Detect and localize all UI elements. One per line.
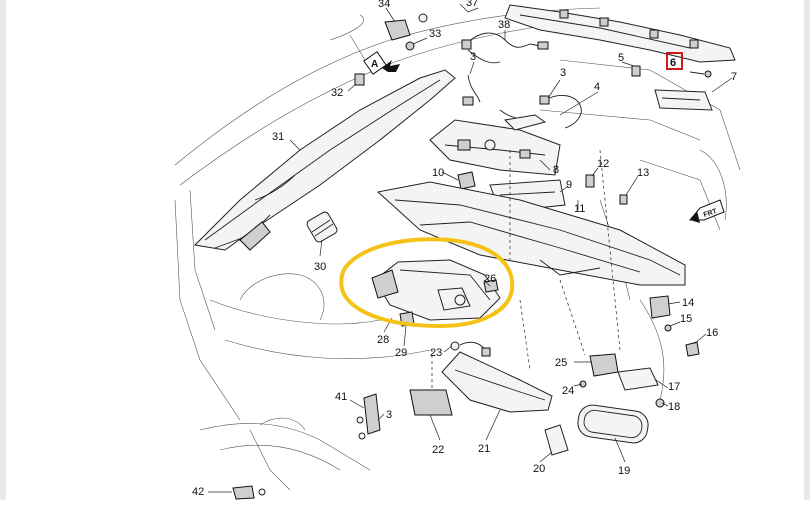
callout-22: 22 (432, 444, 444, 456)
callout-8: 8 (553, 164, 559, 176)
callout-15: 15 (680, 313, 692, 325)
callout-33: 33 (429, 28, 441, 40)
part-20-cover (544, 424, 569, 456)
part-15-screw (664, 324, 672, 332)
callout-42: 42 (192, 486, 204, 498)
view-arrow-a-label: A (371, 59, 378, 70)
part-7-handle (654, 89, 713, 111)
part-32-clip (354, 73, 365, 86)
part-42-bracket (232, 485, 266, 500)
part-4-lamp (503, 114, 547, 131)
part-38-wiring (461, 32, 549, 64)
part-14-bracket (649, 295, 671, 319)
callout-20: 20 (533, 463, 545, 475)
callout-11: 11 (574, 203, 585, 215)
callout-29: 29 (395, 347, 407, 359)
callout-25: 25 (555, 357, 567, 369)
part-34-bracket (384, 13, 428, 41)
callout-13: 13 (637, 167, 649, 179)
part-24-screw (579, 380, 587, 388)
callout-19: 19 (618, 465, 630, 477)
highlight-circle (339, 237, 515, 329)
part-23-connector (450, 341, 491, 357)
callout-6: 6 (670, 57, 676, 69)
vehicle-body-outline (174, 7, 741, 491)
callout-31: 31 (272, 131, 284, 143)
callout-18: 18 (668, 401, 680, 413)
left-border (0, 0, 6, 500)
callout-23: 23 (430, 347, 442, 359)
part-5-clip (631, 65, 641, 77)
part-33-screw (405, 41, 415, 51)
part-22-label-plate (409, 389, 453, 416)
front-arrow-label: FRT (703, 208, 719, 219)
callout-17: 17 (668, 381, 680, 393)
part-10-clip (457, 171, 476, 190)
callout-38: 38 (498, 19, 510, 31)
part-12-clip (585, 174, 595, 188)
callout-3-lower: 3 (386, 409, 392, 421)
callout-10: 10 (432, 167, 444, 179)
part-13-clip (619, 194, 628, 205)
callout-30: 30 (314, 261, 326, 273)
callout-14: 14 (682, 297, 694, 309)
callout-12: 12 (597, 158, 609, 170)
part-41-latch (356, 393, 381, 440)
callout-3-top: 3 (470, 51, 476, 63)
callout-7: 7 (731, 71, 737, 83)
callout-9: 9 (566, 179, 572, 191)
leader-lines (208, 3, 733, 493)
highlight-box-6 (666, 52, 683, 70)
part-18-clip (655, 398, 665, 408)
callout-4: 4 (594, 81, 600, 93)
callout-labels: 34 37 38 33 32 31 30 3 3 4 5 6 7 8 9 10 … (192, 0, 737, 498)
callout-32: 32 (331, 87, 343, 99)
callout-37: 37 (466, 0, 478, 9)
part-8-console-bracket (429, 119, 561, 176)
callout-24: 24 (562, 385, 574, 397)
callout-41: 41 (335, 391, 347, 403)
part-25-mirror-mount (589, 353, 619, 377)
part-11-headliner-panel (376, 181, 686, 286)
callout-21: 21 (478, 443, 490, 455)
part-30-grille (306, 211, 338, 243)
part-17-cover (617, 367, 659, 391)
callout-28: 28 (377, 334, 389, 346)
part-28-sunvisor (371, 259, 501, 321)
part-16-clip (685, 341, 700, 357)
callout-26: 26 (484, 273, 496, 285)
right-border (804, 0, 810, 500)
view-arrow-a: A (363, 51, 400, 75)
part-26-bracket (483, 279, 499, 293)
part-21-grab-handle (441, 351, 553, 413)
part-top-rail (504, 4, 736, 63)
callout-34: 34 (378, 0, 390, 10)
callout-3-right: 3 (560, 67, 566, 79)
front-arrow: FRT (688, 199, 725, 223)
callout-5: 5 (618, 52, 624, 64)
part-6-screw (689, 70, 712, 78)
part-3-harness-right (539, 94, 582, 129)
part-3-harness-left (462, 74, 531, 120)
part-19-rearview-mirror (577, 404, 649, 444)
callout-16: 16 (706, 327, 718, 339)
